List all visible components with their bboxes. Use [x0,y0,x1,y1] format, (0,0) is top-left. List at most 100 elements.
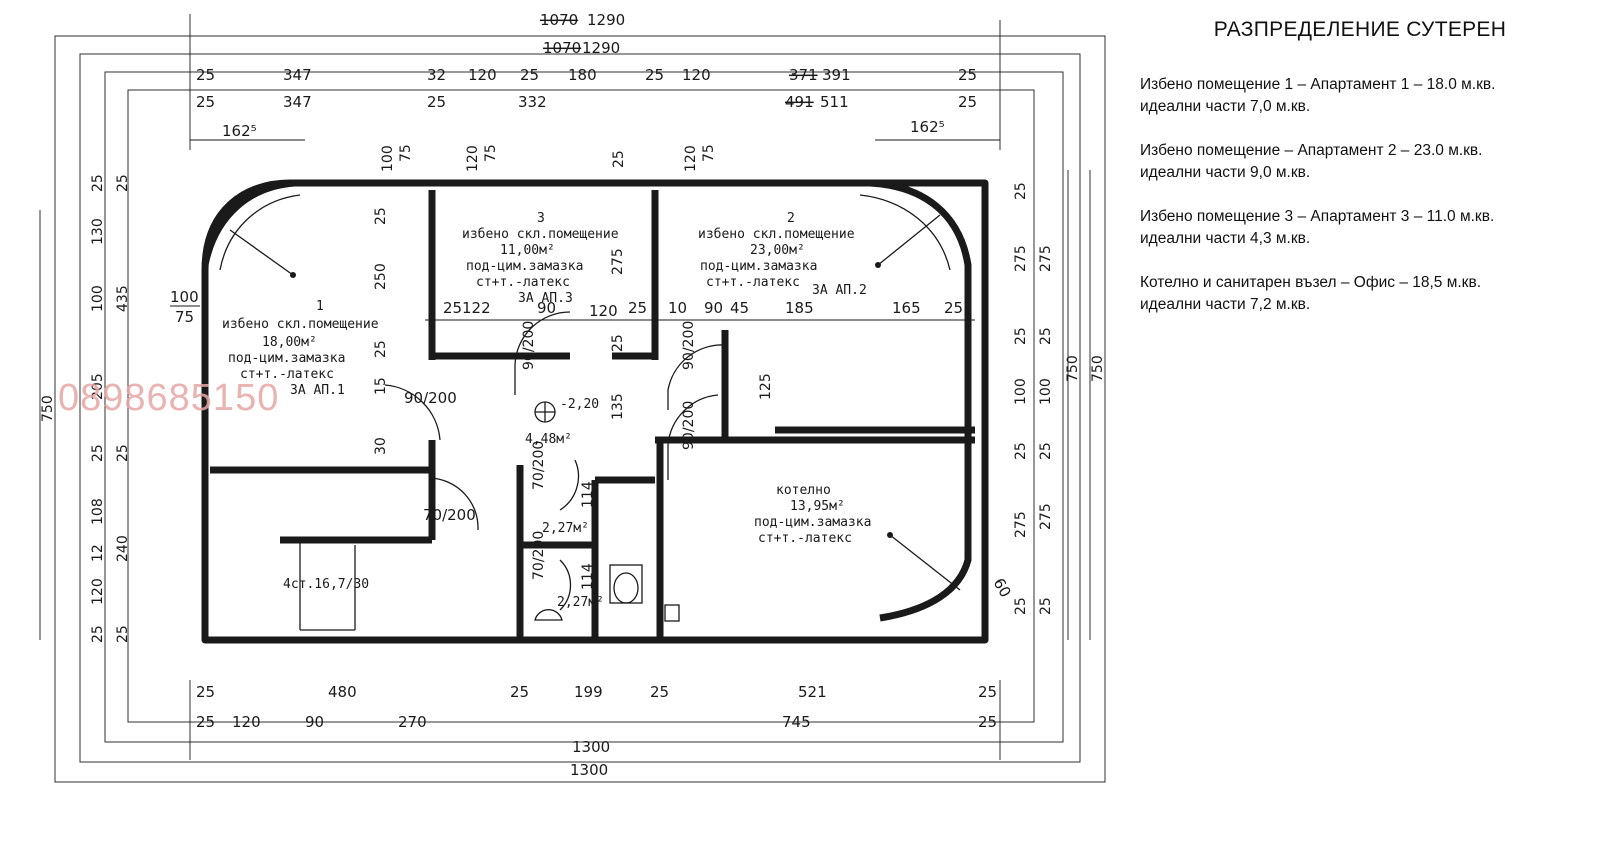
wc-area-2: 2,27м² [557,595,604,610]
inner-dim: 75 [398,144,414,162]
door-label: 90/200 [681,321,697,370]
bottom-dim: 25 [978,683,997,701]
top-dim-2: 332 [518,93,547,111]
inner-dim: 25 [628,299,647,317]
bottom-dim-2: 270 [398,713,427,731]
right-dim: 275 [1013,511,1029,538]
svg-text:ст+т.-латекс: ст+т.-латекс [706,275,800,290]
left-dim: 25 [115,625,131,643]
inner-dim: 120 [465,145,481,172]
svg-text:под-цим.замазка: под-цим.замазка [466,259,583,274]
inner-dim: 122 [462,299,491,317]
leader-lines [229,214,961,591]
door-label: 90/200 [521,321,537,370]
bottom-dim: 25 [510,683,529,701]
svg-text:под-цим.замазка: под-цим.замазка [700,259,817,274]
inner-dim: 250 [373,263,389,290]
overall-height-right: 750 [1090,355,1106,382]
svg-text:под-цим.замазка: под-цим.замазка [228,351,345,366]
bottom-dim-2: 25 [978,713,997,731]
inner-dim: 25 [443,299,462,317]
summary-entry: Избено помещение – Апартамент 2 – 23.0 м… [1140,140,1580,184]
right-dim: 750 [1065,355,1081,382]
left-dim: 25 [115,444,131,462]
svg-text:ст+т.-латекс: ст+т.-латекс [240,367,334,382]
top-dim: 391 [822,66,851,84]
left-dim: 108 [90,498,106,525]
entry-line: идеални части 7,0 м.кв. [1140,98,1311,115]
room-2-label: 2 избено скл.помещение 23,00м² под-цим.з… [698,211,867,298]
inner-dim: 30 [373,437,389,455]
inner-dim: 25 [373,340,389,358]
overall-width-bottom-2: 1300 [570,761,608,779]
summary-entry: Котелно и санитарен възел – Офис – 18,5 … [1140,272,1580,316]
top-dim: 25 [520,66,539,84]
offset-right: 162⁵ [910,118,945,136]
top-dim: 25 [196,66,215,84]
left-dim: 25 [90,174,106,192]
top-dim: 120 [468,66,497,84]
top-dim: 120 [682,66,711,84]
top-dim-2: 25 [427,93,446,111]
left-dim: 130 [90,218,106,245]
boiler-room-label: котелно 13,95м² под-цим.замазка ст+т.-ла… [754,483,871,546]
inner-dim: 125 [758,373,774,400]
top-dim-struck: 371 [789,66,818,84]
overall-width-top-2: 1290 [582,39,620,57]
right-dim: 25 [1013,327,1029,345]
inner-dim: 100 [380,145,396,172]
right-dim: 100 [1013,378,1029,405]
summary-entry: Избено помещение 1 – Апартамент 1 – 18.0… [1140,74,1580,118]
left-dimensions: 750 25 25 130 100 435 205 25 25 108 240 … [40,174,131,643]
door-label: 90/200 [681,401,697,450]
left-dim: 25 [90,444,106,462]
entry-line: идеални части 9,0 м.кв. [1140,164,1311,181]
svg-text:2: 2 [787,211,795,226]
svg-text:13,95м²: 13,95м² [790,499,845,514]
right-dim: 25 [1013,182,1029,200]
overall-width-bottom: 1300 [572,738,610,756]
right-dim: 25 [1013,442,1029,460]
top-dim: 25 [958,66,977,84]
entry-line: Избено помещение 3 – Апартамент 3 – 11.0… [1140,208,1495,225]
inner-dim: 114 [580,563,596,590]
svg-text:3: 3 [537,211,545,226]
top-dim-2-struck: 491 [785,93,814,111]
top-dim: 180 [568,66,597,84]
entry-line: Избено помещение – Апартамент 2 – 23.0 м… [1140,142,1483,159]
inner-dim: 25 [373,207,389,225]
top-dim-2: 25 [958,93,977,111]
inner-dim: 90 [704,299,723,317]
bottom-dim-2: 25 [196,713,215,731]
door-label: 70/200 [531,441,547,490]
svg-text:ЗА АП.2: ЗА АП.2 [812,283,867,298]
top-dim-2: 25 [196,93,215,111]
inner-dim: 45 [730,299,749,317]
door-label: 70/200 [423,506,476,524]
right-dim: 100 [1038,378,1054,405]
outer-walls [201,179,989,644]
left-dim: 435 [115,285,131,312]
inner-dim: 120 [589,302,618,320]
basement-floor-plan: 1070 1290 1070 1290 25 347 32 120 25 180… [39,11,1106,783]
left-dim: 25 [90,625,106,643]
interior-walls [210,190,975,640]
inner-dim: 275 [610,248,626,275]
svg-text:11,00м²: 11,00м² [500,243,555,258]
svg-text:ЗА АП.3: ЗА АП.3 [518,291,573,306]
wc-fixtures [534,564,680,622]
summary-title: РАЗПРЕДЕЛЕНИЕ СУТЕРЕН [1213,18,1507,41]
inner-dim: 10 [668,299,687,317]
entry-line: идеални части 7,2 м.кв. [1140,296,1311,313]
bottom-dim: 25 [196,683,215,701]
inner-dim: 90 [537,299,556,317]
right-dim: 275 [1038,503,1054,530]
inner-dim: 15 [373,377,389,395]
door-label: 70/200 [531,531,547,580]
offset-left: 162⁵ [222,122,257,140]
bottom-dim: 199 [574,683,603,701]
svg-text:23,00м²: 23,00м² [750,243,805,258]
top-dim-2: 347 [283,93,312,111]
top-dim-2: 511 [820,93,849,111]
right-dim: 25 [1038,597,1054,615]
